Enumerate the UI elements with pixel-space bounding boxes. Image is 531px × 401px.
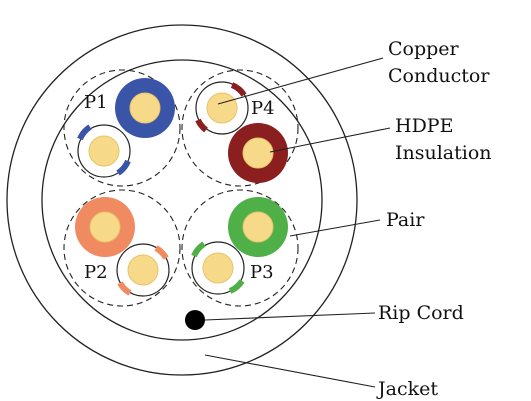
- label-rip-cord: Rip Cord: [378, 302, 464, 324]
- jacket-outer-ring: [6, 24, 358, 376]
- label-hdpe: HDPE: [395, 115, 453, 137]
- p4-stripe-mark: [195, 118, 208, 133]
- p2-stripe-mark: [117, 281, 132, 296]
- p1-stripe-mark: [116, 159, 131, 176]
- p2-copper-conductor: [89, 211, 121, 243]
- p1-white-conductor: [88, 135, 120, 167]
- jacket-inner-ring: [41, 59, 323, 341]
- label-copper: Copper: [388, 38, 460, 60]
- pair-p1: [77, 78, 175, 178]
- label-insulation: Insulation: [395, 142, 492, 164]
- p3-copper-conductor: [242, 211, 274, 243]
- pair-label-p3: P3: [250, 262, 274, 283]
- pair-leader: [289, 219, 381, 237]
- label-conductor: Conductor: [388, 65, 490, 87]
- label-jacket: Jacket: [376, 378, 438, 400]
- copper-conductor-leader: [217, 57, 384, 105]
- pair-p3: [191, 197, 288, 295]
- p2-white-conductor: [127, 254, 159, 286]
- jacket-leader: [204, 354, 376, 388]
- label-pair: Pair: [386, 209, 425, 231]
- p4-copper-conductor: [242, 137, 274, 169]
- p4-stripe-mark: [230, 82, 247, 97]
- rip-cord: [185, 310, 205, 330]
- pair-p1-enclosure: [63, 69, 181, 187]
- p3-stripe-mark: [228, 279, 245, 294]
- pair-p3-enclosure: [181, 189, 299, 307]
- hdpe-insulation-leader: [269, 127, 391, 153]
- pair-label-p2: P2: [84, 262, 108, 283]
- p2-stripe-mark: [154, 245, 169, 260]
- p3-white-conductor: [202, 252, 234, 284]
- p4-white-conductor: [206, 92, 238, 124]
- pair-label-p4: P4: [251, 98, 275, 119]
- p1-stripe-mark: [77, 124, 92, 141]
- pair-label-p1: P1: [84, 92, 108, 113]
- pair-p2-enclosure: [63, 189, 181, 307]
- p3-stripe-mark: [191, 241, 206, 258]
- p1-copper-conductor: [129, 92, 161, 124]
- pair-p4-enclosure: [181, 69, 299, 187]
- pair-p2: [75, 197, 170, 297]
- rip-cord-leader: [204, 312, 376, 321]
